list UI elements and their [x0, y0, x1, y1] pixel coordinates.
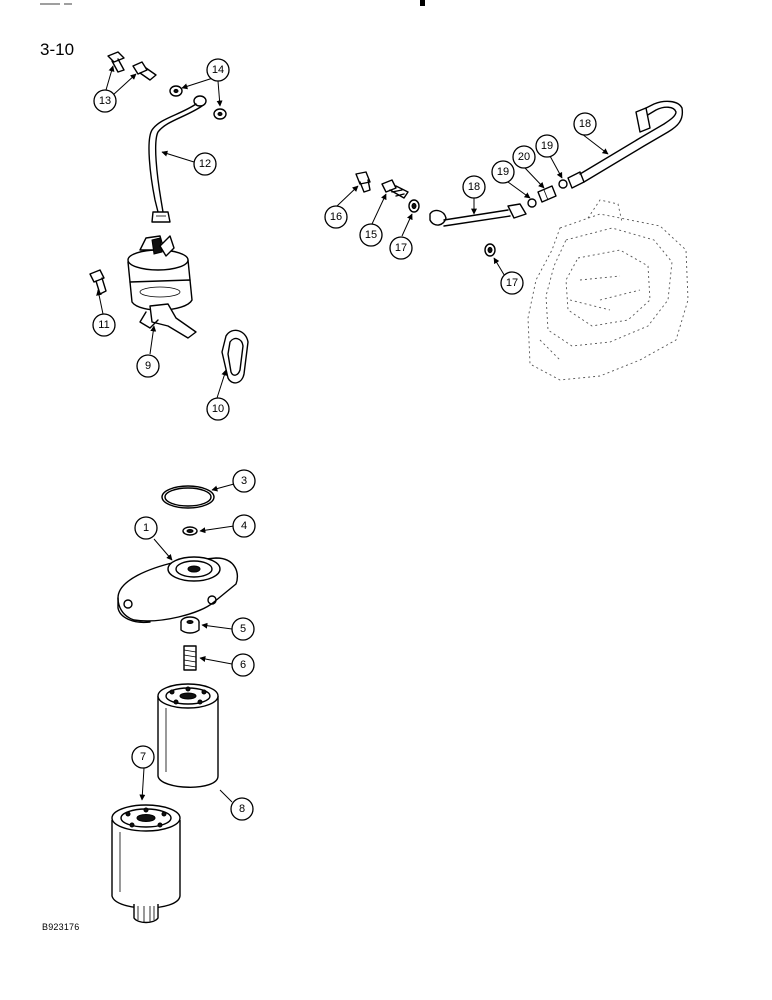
- callout-18b: 18: [573, 112, 597, 136]
- bolt-13b: [132, 61, 157, 81]
- callout-14: 14: [206, 58, 230, 82]
- callout-17a: 17: [389, 236, 413, 260]
- bolt-13a: [107, 51, 125, 73]
- washer-14a: [169, 85, 183, 97]
- callout-6: 6: [231, 653, 255, 677]
- seal-19b: [558, 179, 568, 189]
- svg-text:15: 15: [365, 229, 377, 241]
- figure-id: B923176: [42, 922, 80, 932]
- svg-text:3: 3: [241, 475, 247, 487]
- callout-13: 13: [93, 89, 117, 113]
- washer-14b: [213, 108, 227, 120]
- filter-element-8: [157, 683, 219, 788]
- engine-block-outline: [527, 199, 689, 381]
- svg-text:6: 6: [240, 659, 246, 671]
- svg-text:19: 19: [541, 140, 553, 152]
- svg-text:18: 18: [468, 181, 480, 193]
- bolt-16: [355, 171, 371, 193]
- callout-1: 1: [134, 516, 158, 540]
- svg-text:17: 17: [395, 242, 407, 254]
- nipple-6: [183, 645, 197, 671]
- svg-text:20: 20: [518, 151, 530, 163]
- leader-lines: [96, 65, 609, 803]
- svg-text:1: 1: [143, 522, 149, 534]
- washer-17a: [408, 199, 420, 213]
- fuel-pump-9: [127, 235, 197, 339]
- svg-text:16: 16: [330, 211, 342, 223]
- callout-7: 7: [131, 745, 155, 769]
- callout-16: 16: [324, 205, 348, 229]
- gasket-10: [221, 329, 249, 384]
- fuel-line-12: [148, 95, 207, 223]
- seal-19a: [527, 198, 537, 208]
- filter-7: [111, 804, 181, 924]
- callout-19a: 19: [491, 160, 515, 184]
- o-ring-3: [161, 485, 215, 509]
- svg-text:5: 5: [240, 623, 246, 635]
- scan-marks: [40, 0, 425, 6]
- callout-8: 8: [230, 797, 254, 821]
- svg-text:18: 18: [579, 118, 591, 130]
- callout-11: 11: [92, 313, 116, 337]
- callout-12: 12: [193, 152, 217, 176]
- filter-head-1: [117, 556, 239, 624]
- callout-17b: 17: [500, 271, 524, 295]
- svg-text:10: 10: [212, 403, 224, 415]
- bolt-11: [89, 269, 107, 295]
- svg-text:8: 8: [239, 803, 245, 815]
- callout-18a: 18: [462, 175, 486, 199]
- svg-text:17: 17: [506, 277, 518, 289]
- banjo-bolt-15: [381, 179, 409, 199]
- callout-4: 4: [232, 514, 256, 538]
- fuel-line-18a: [429, 203, 527, 227]
- nut-5: [180, 616, 200, 634]
- adapter-20: [537, 185, 557, 203]
- svg-text:11: 11: [98, 319, 109, 331]
- callout-20: 20: [512, 145, 536, 169]
- svg-text:12: 12: [199, 158, 211, 170]
- page-number: 3-10: [40, 40, 75, 59]
- callout-19b: 19: [535, 134, 559, 158]
- svg-text:13: 13: [99, 95, 111, 107]
- callout-15: 15: [359, 223, 383, 247]
- svg-text:7: 7: [140, 751, 146, 763]
- fuel-line-18b: [567, 100, 684, 189]
- callout-3: 3: [232, 469, 256, 493]
- svg-text:9: 9: [145, 360, 151, 372]
- washer-17b: [484, 243, 496, 257]
- svg-text:14: 14: [212, 64, 224, 76]
- svg-text:19: 19: [497, 166, 509, 178]
- seal-4: [182, 526, 198, 536]
- svg-text:4: 4: [241, 520, 247, 532]
- callout-5: 5: [231, 617, 255, 641]
- callout-9: 9: [136, 354, 160, 378]
- callout-10: 10: [206, 397, 230, 421]
